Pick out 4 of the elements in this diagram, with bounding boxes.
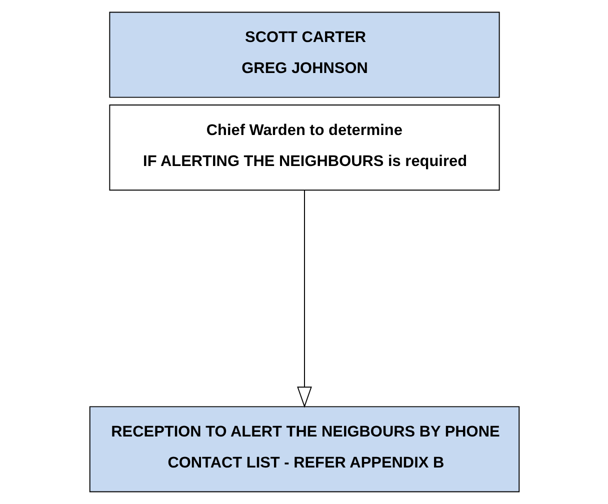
node-box: Chief Warden to determine IF ALERTING THE NEIGHBOURS is required — [108, 104, 500, 191]
arrow — [296, 190, 312, 408]
node-box: RECEPTION TO ALERT THE NEIGBOURS BY PHONE CONTACT LIST - REFER APPENDIX B — [88, 406, 520, 492]
node-box: SCOTT CARTER GREG JOHNSON — [108, 12, 500, 98]
